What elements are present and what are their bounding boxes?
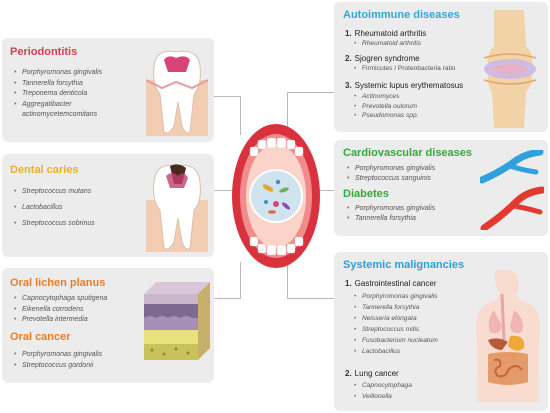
oral-lichen-planus-title: Oral lichen planus xyxy=(10,277,106,289)
oral-tissue-layers-illustration xyxy=(144,282,210,360)
list-item: Lactobacillus xyxy=(14,200,95,216)
connector-left-mid xyxy=(214,190,240,191)
dental-caries-title: Dental caries xyxy=(10,164,79,176)
section-number: 1. xyxy=(345,279,352,288)
connector-right-mid xyxy=(310,190,334,191)
list-item: Pseudomonas spp. xyxy=(354,111,418,121)
systemic-section-2-list: Capnocytophaga Veillonella xyxy=(354,380,412,402)
diabetes-title: Diabetes xyxy=(343,188,389,200)
list-item: Aggregatibacter xyxy=(14,100,102,111)
list-item: Streptococcus mitis xyxy=(354,324,438,335)
systemic-section-1-heading: 1.Gastrointestinal cancer xyxy=(345,279,437,288)
list-item: Fusobacterium nucleatum xyxy=(354,335,438,346)
oral-lichen-planus-bacteria-list: Capnocytophaga sputigena Eikenella corro… xyxy=(14,294,107,326)
list-item: Rheumatoid arthritis xyxy=(354,39,421,49)
list-item: Porphyromonas gingivalis xyxy=(14,350,102,361)
list-item: Capnocytophaga xyxy=(354,380,412,391)
knee-joint-illustration xyxy=(483,10,537,128)
connector-left-bottom xyxy=(214,262,241,299)
connector-right-top xyxy=(287,92,334,135)
list-item: Veillonella xyxy=(354,391,412,402)
list-item: Eikenella corrodens xyxy=(14,305,107,316)
list-item: Porphyromonas gingivalis xyxy=(347,204,435,214)
cardiovascular-bacteria-list: Porphyromonas gingivalis Streptococcus s… xyxy=(347,164,435,183)
oral-cancer-title: Oral cancer xyxy=(10,331,71,343)
periodontitis-bacteria-list: Porphyromonas gingivalis Tannerella fors… xyxy=(14,68,102,121)
autoimmune-section-3-list: Actinomyces Prevotella oulorum Pseudomon… xyxy=(354,92,418,121)
periodontitis-tooth-illustration xyxy=(146,50,208,136)
list-item: Porphyromonas gingivalis xyxy=(347,164,435,174)
oral-cancer-bacteria-list: Porphyromonas gingivalis Streptococcus g… xyxy=(14,350,102,371)
list-item: Streptococcus sanguinis xyxy=(347,174,435,184)
human-torso-organs-illustration xyxy=(476,270,540,402)
section-name: Sjogren syndrome xyxy=(354,54,420,63)
autoimmune-section-3-heading: 3.Systemic lupus erythematosus xyxy=(345,81,463,90)
section-name: Rheumatoid arthritis xyxy=(354,29,427,38)
autoimmune-section-2-heading: 2.Sjogren syndrome xyxy=(345,54,420,63)
systemic-section-1-list: Porphyromonas gingivalis Tannerella fors… xyxy=(354,291,438,357)
list-item: Tannerella forsythia xyxy=(14,79,102,90)
list-item: Streptococcus sobrinus xyxy=(14,216,95,232)
connector-right-bottom xyxy=(287,262,334,299)
systemic-malignancies-title: Systemic malignancies xyxy=(343,259,465,271)
periodontitis-title: Periodontitis xyxy=(10,46,78,58)
diabetes-bacteria-list: Porphyromonas gingivalis Tannerella fors… xyxy=(347,204,435,223)
list-item: Treponema denticola xyxy=(14,89,102,100)
list-item: Capnocytophaga sputigena xyxy=(14,294,107,305)
list-item: Streptococcus mutans xyxy=(14,184,95,200)
list-item: Tannerella forsythia xyxy=(354,302,438,313)
dental-caries-tooth-illustration xyxy=(146,164,208,252)
autoimmune-section-1-heading: 1.Rheumatoid arthritis xyxy=(345,29,426,38)
autoimmune-section-2-list: Firmicutes / Proteobacteria ratio xyxy=(354,64,455,74)
list-item: Tannerella forsythia xyxy=(347,214,435,224)
list-item-continued: actinomycetemcomitans xyxy=(22,111,98,118)
connector-left-top xyxy=(214,96,241,135)
list-item: Prevotella oulorum xyxy=(354,102,418,112)
section-name: Gastrointestinal cancer xyxy=(354,279,437,288)
list-item: Porphyromonas gingivalis xyxy=(14,68,102,79)
list-item: Streptococcus gordonii xyxy=(14,361,102,372)
open-mouth-illustration xyxy=(232,124,320,268)
cardiovascular-title: Cardiovascular diseases xyxy=(343,147,473,159)
section-name: Lung cancer xyxy=(354,369,399,378)
section-number: 3. xyxy=(345,81,352,90)
list-item: Firmicutes / Proteobacteria ratio xyxy=(354,64,455,74)
list-item: Neisseria elongata xyxy=(354,313,438,324)
autoimmune-title: Autoimmune diseases xyxy=(343,9,460,21)
section-name: Systemic lupus erythematosus xyxy=(354,81,464,90)
list-item: Actinomyces xyxy=(354,92,418,102)
autoimmune-section-1-list: Rheumatoid arthritis xyxy=(354,39,421,49)
section-number: 1. xyxy=(345,29,352,38)
section-number: 2. xyxy=(345,54,352,63)
dental-caries-bacteria-list: Streptococcus mutans Lactobacillus Strep… xyxy=(14,184,95,232)
blood-vessels-illustration xyxy=(480,150,544,230)
list-item: Porphyromonas gingivalis xyxy=(354,291,438,302)
systemic-section-2-heading: 2.Lung cancer xyxy=(345,369,399,378)
section-number: 2. xyxy=(345,369,352,378)
list-item: Prevotella intermedia xyxy=(14,315,107,326)
list-item: Lactobacillus xyxy=(354,346,438,357)
